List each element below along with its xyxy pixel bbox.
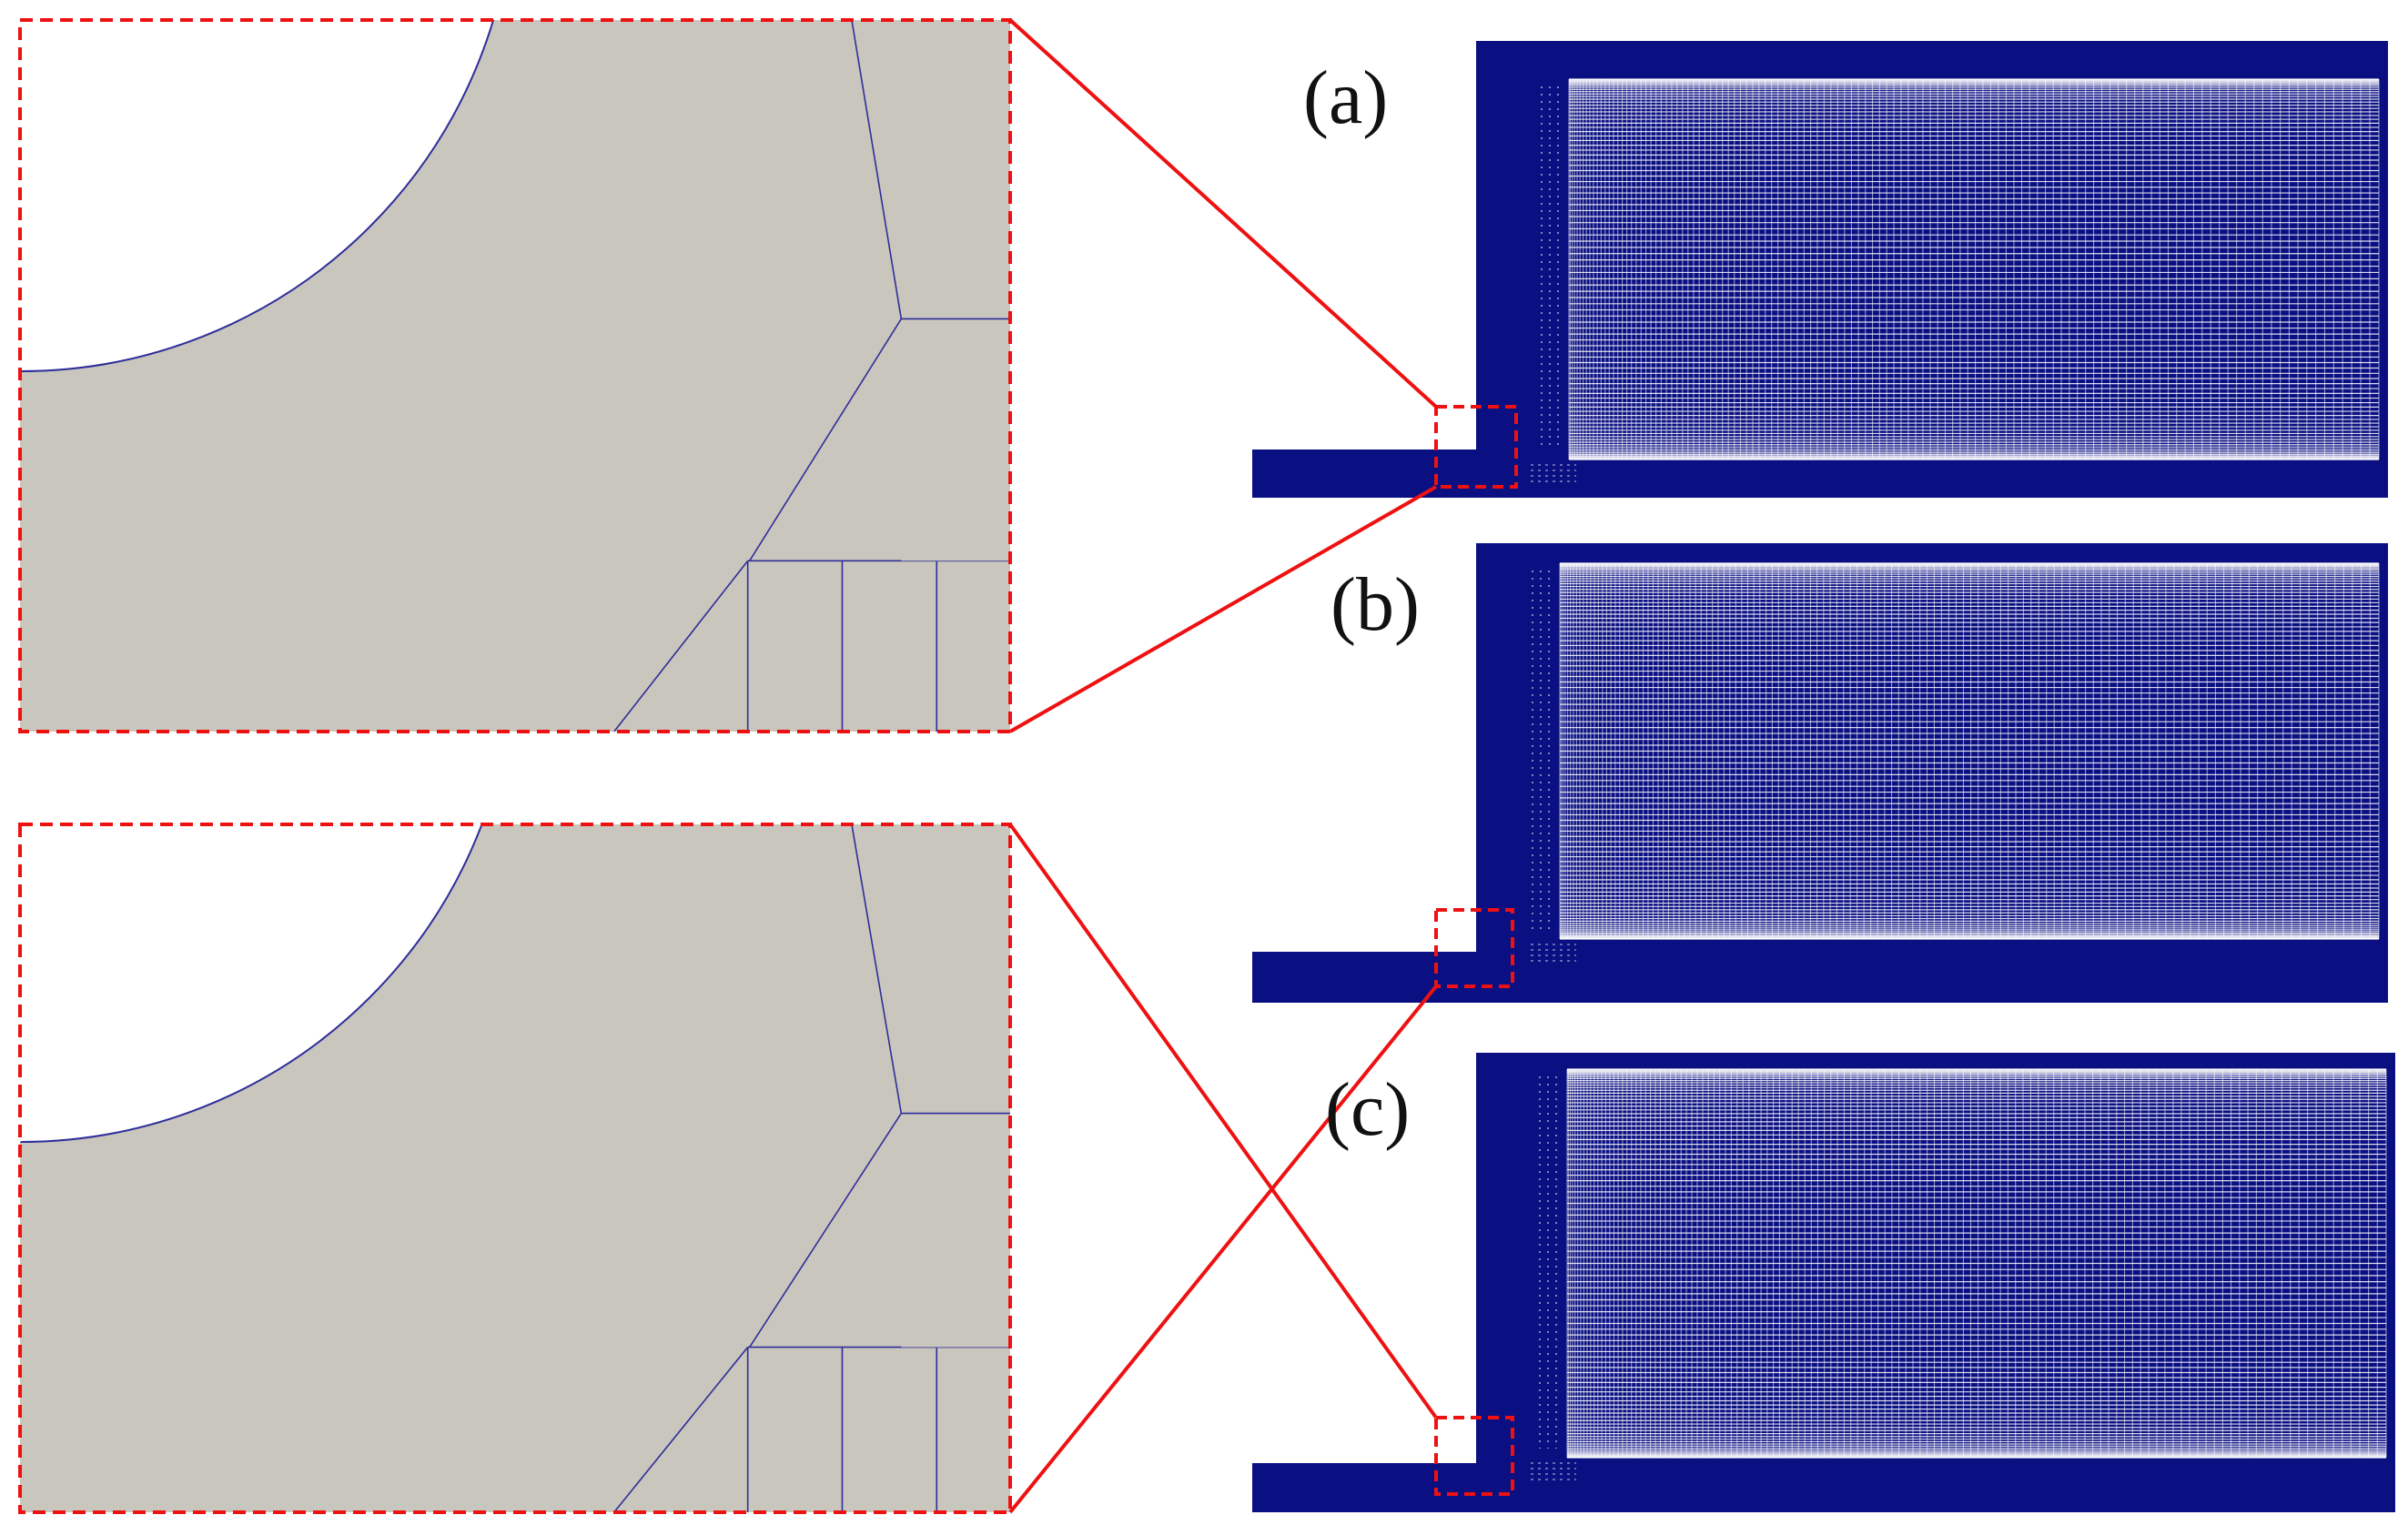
zoom-detail-bottom: [20, 824, 1010, 1512]
panel-label-c: (c): [1325, 1067, 1410, 1152]
mesh-domain-c: [1252, 1053, 2395, 1512]
mesh-domain-a: [1252, 41, 2388, 498]
panel-label-a: (a): [1303, 56, 1388, 140]
mesh-domain-b: [1252, 543, 2388, 1003]
panel-label-b: (b): [1330, 562, 1420, 647]
zoom-detail-top: [20, 20, 1010, 732]
zoom-callouts: [1008, 18, 1518, 1514]
